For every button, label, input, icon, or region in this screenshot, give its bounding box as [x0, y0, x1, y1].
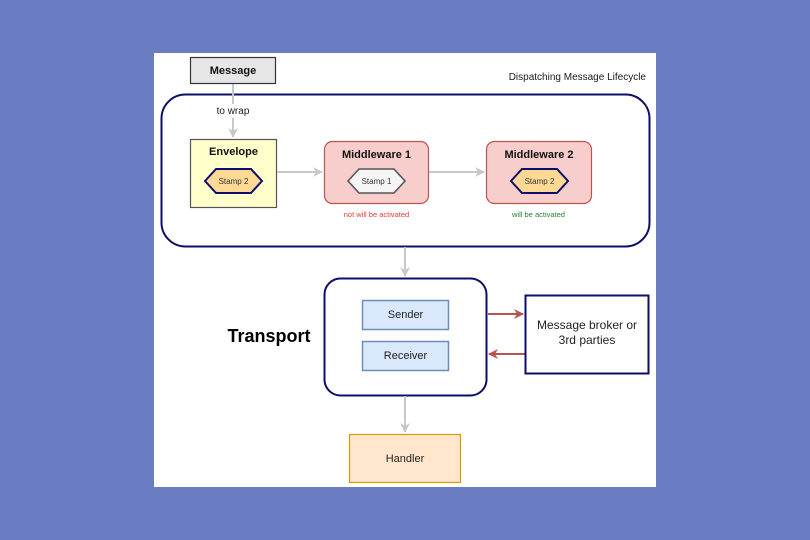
broker-label-line2: 3rd parties	[558, 333, 616, 347]
receiver-label: Receiver	[383, 350, 428, 362]
broker-label: Message broker or 3rd parties	[525, 318, 649, 348]
sender-label: Sender	[387, 309, 424, 321]
message-label: Message	[209, 64, 257, 77]
broker-box[interactable]	[524, 294, 650, 375]
sender-box[interactable]	[361, 299, 450, 331]
middleware1-stamp-hex	[346, 168, 407, 194]
receiver-box[interactable]	[361, 340, 450, 372]
middleware2-label: Middleware 2	[504, 148, 574, 161]
envelope-stamp-hex	[203, 168, 264, 194]
broker-label-line1: Message broker or	[536, 318, 638, 332]
middleware1-stamp-label: Stamp 1	[361, 176, 392, 186]
middleware2-stamp-label: Stamp 2	[524, 176, 555, 186]
middleware1-label: Middleware 1	[341, 148, 412, 161]
transport-box	[323, 277, 488, 397]
envelope-stamp-label: Stamp 2	[218, 176, 249, 186]
wrap-label-bg	[212, 104, 254, 118]
diagram-title: Dispatching Message Lifecycle	[508, 71, 646, 83]
handler-label: Handler	[385, 452, 425, 465]
transport-label: Transport	[227, 325, 311, 346]
middleware2-stamp-hex	[509, 168, 570, 194]
middleware2-status: will be activated	[512, 209, 565, 219]
wrap-edge-label: to wrap	[216, 105, 250, 117]
handler-box[interactable]	[348, 433, 462, 484]
envelope-label: Envelope	[209, 145, 258, 158]
message-box[interactable]	[189, 56, 277, 85]
middleware1-status: not will be activated	[343, 209, 410, 219]
